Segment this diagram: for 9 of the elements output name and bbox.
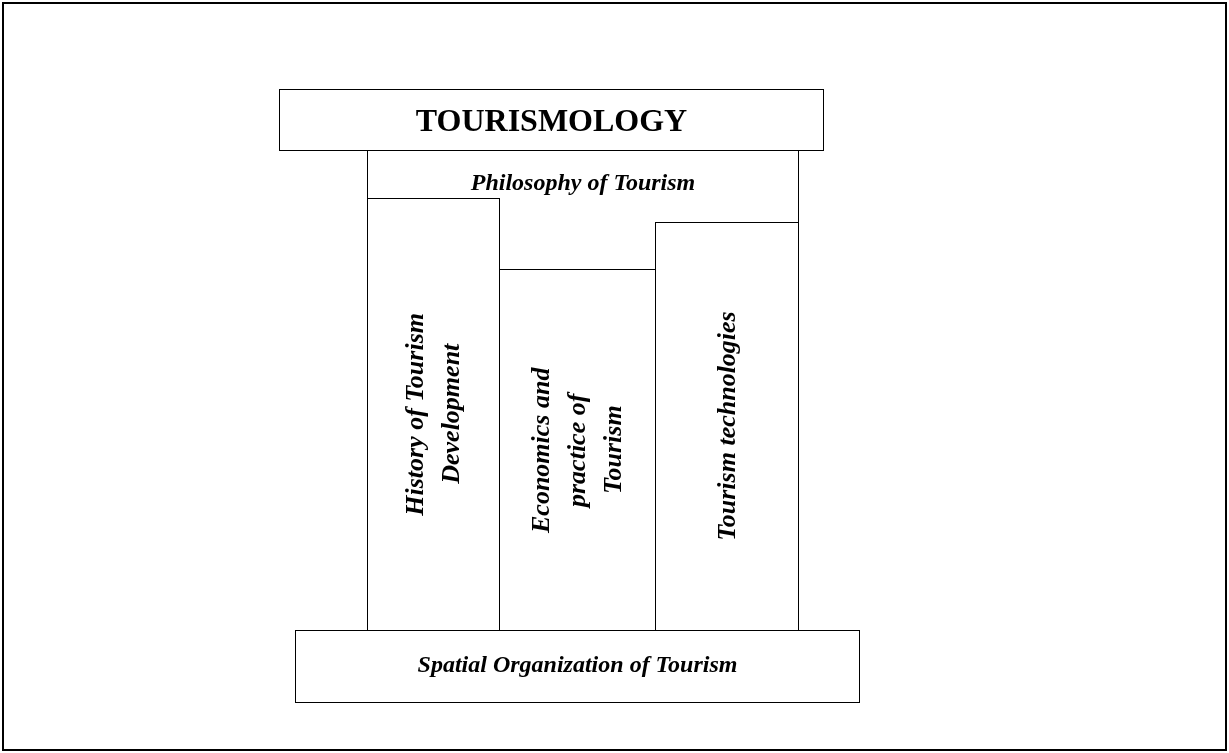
band-label: Philosophy of Tourism (469, 169, 697, 196)
column-label: History of Tourism Development (399, 311, 466, 518)
band-label: Spatial Organization of Tourism (416, 651, 739, 678)
column-label: Tourism technologies (710, 311, 742, 541)
band-box (367, 150, 799, 631)
title-box (279, 89, 824, 151)
base-box (295, 630, 860, 703)
title-label: TOURISMOLOGY (414, 102, 689, 139)
column-label: Economics and practice of Tourism (525, 365, 628, 535)
